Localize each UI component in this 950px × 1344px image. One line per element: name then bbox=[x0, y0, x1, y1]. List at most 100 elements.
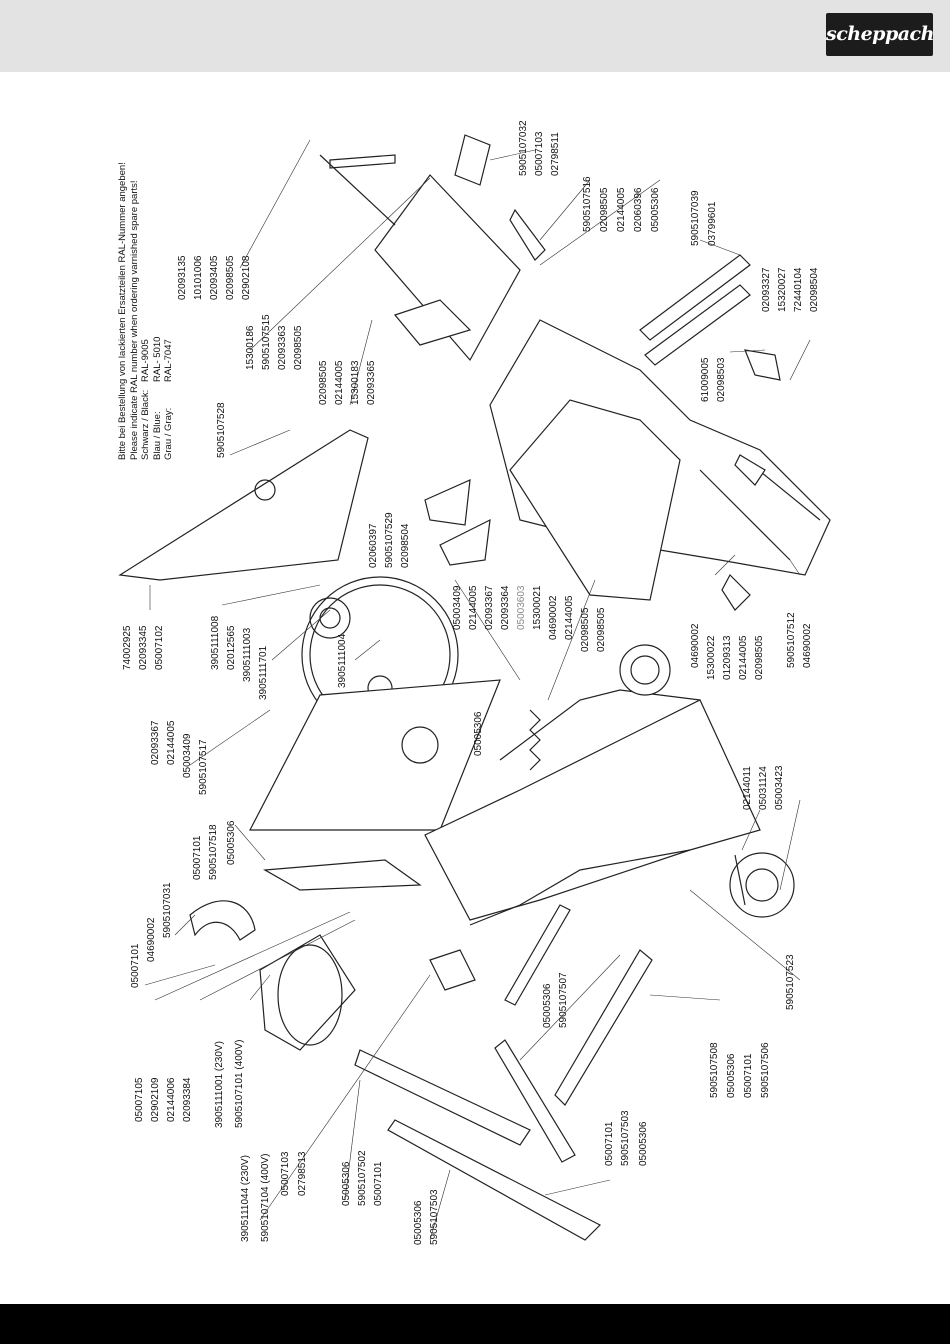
part-label: 05005306 bbox=[473, 711, 484, 757]
page-footer bbox=[0, 1304, 950, 1344]
part-label: 5905107039 bbox=[690, 190, 701, 246]
exploded-parts-diagram bbox=[118, 134, 831, 1241]
part-label: 5905107104 (400V) bbox=[260, 1153, 271, 1242]
part-label: 02098505 bbox=[580, 607, 591, 653]
part-label: 02093327 bbox=[761, 267, 772, 313]
part-label: 3905111001 (230V) bbox=[214, 1041, 225, 1128]
part-label: 02093367 bbox=[484, 585, 495, 631]
part-label: 02093405 bbox=[209, 255, 220, 301]
part-label: 15300183 bbox=[350, 360, 361, 406]
part-label: 02098505 bbox=[596, 607, 607, 653]
logo-text: scheppach bbox=[826, 23, 934, 45]
part-label: 02144005 bbox=[334, 360, 345, 406]
part-label: 02798513 bbox=[297, 1151, 308, 1197]
part-label: 02098505 bbox=[293, 325, 304, 371]
part-label: 02060396 bbox=[633, 187, 644, 233]
part-label: 5905107508 bbox=[709, 1042, 720, 1098]
part-label: 05003409 bbox=[452, 585, 463, 631]
part-label: 5905107512 bbox=[786, 612, 797, 668]
part-label: 02902109 bbox=[150, 1077, 161, 1123]
part-label: 04690002 bbox=[690, 623, 701, 669]
part-label: 02144011 bbox=[742, 766, 753, 810]
part-label: 5905107506 bbox=[760, 1042, 771, 1098]
part-label: 5905107031 bbox=[162, 882, 173, 938]
page-header: scheppach bbox=[0, 0, 950, 72]
part-label: 10101006 bbox=[193, 255, 204, 301]
scheppach-logo: scheppach bbox=[826, 13, 934, 56]
part-label: 04690002 bbox=[548, 595, 559, 641]
part-label: 5905107516 bbox=[582, 176, 593, 232]
part-label: 05007101 bbox=[373, 1161, 384, 1207]
part-label: 02144005 bbox=[468, 585, 479, 631]
part-label: 5905107032 bbox=[518, 120, 529, 176]
part-label: 02098504 bbox=[400, 523, 411, 569]
part-label: 3905111004 bbox=[337, 633, 348, 688]
part-label: 02093364 bbox=[500, 585, 511, 631]
part-label: 15300022 bbox=[706, 635, 717, 681]
part-label: 5905107518 bbox=[208, 824, 219, 880]
part-label: 04690002 bbox=[146, 917, 157, 963]
part-label: 72440104 bbox=[793, 267, 804, 313]
part-label: 3905111701 bbox=[258, 645, 269, 700]
part-label: 05003603 bbox=[516, 585, 527, 631]
part-label: 05003423 bbox=[774, 765, 785, 811]
part-label: 05007101 bbox=[192, 835, 203, 881]
part-label: 5905107517 bbox=[198, 739, 209, 795]
part-label: 3905111008 bbox=[210, 615, 221, 670]
part-label: 02902108 bbox=[241, 255, 252, 301]
part-label: 15320027 bbox=[777, 267, 788, 313]
part-label: 02098504 bbox=[809, 267, 820, 313]
part-label: 05005306 bbox=[726, 1053, 737, 1099]
part-label: 5905107523 bbox=[785, 954, 796, 1010]
part-label: 02144005 bbox=[616, 187, 627, 233]
part-label: 02093135 bbox=[177, 255, 188, 301]
part-label: 03799601 bbox=[707, 201, 718, 247]
part-label: 02012565 bbox=[226, 625, 237, 671]
part-label: 05003409 bbox=[182, 733, 193, 779]
part-label: 3905111003 bbox=[242, 627, 253, 682]
part-label: 05005306 bbox=[226, 820, 237, 866]
part-label: 05005306 bbox=[650, 187, 661, 233]
part-label: 61009005 bbox=[700, 357, 711, 403]
part-label: 05031124 bbox=[758, 766, 769, 810]
part-label: 05007105 bbox=[134, 1077, 145, 1123]
part-label: 02098505 bbox=[318, 360, 329, 406]
part-label: 02093384 bbox=[182, 1077, 193, 1123]
part-label: 02798511 bbox=[550, 132, 561, 176]
part-label: 5905107503 bbox=[620, 1110, 631, 1166]
part-label: 05007103 bbox=[280, 1151, 291, 1197]
part-label: 02093345 bbox=[138, 625, 149, 671]
part-label: 15300186 bbox=[245, 325, 256, 371]
part-label: 02144006 bbox=[166, 1077, 177, 1123]
part-label: 02144005 bbox=[166, 720, 177, 766]
part-label: 02093363 bbox=[277, 325, 288, 371]
part-label: 05007101 bbox=[130, 943, 141, 989]
part-label: 02098503 bbox=[716, 357, 727, 403]
part-label: 5905107529 bbox=[384, 512, 395, 568]
part-label: 05005306 bbox=[542, 983, 553, 1029]
part-label: 05007101 bbox=[743, 1053, 754, 1099]
part-label: 15300021 bbox=[532, 585, 543, 631]
part-label: 5905107507 bbox=[558, 972, 569, 1028]
part-label: 01209313 bbox=[722, 635, 733, 681]
part-label: 04690002 bbox=[802, 623, 813, 669]
part-label: 5905107515 bbox=[261, 314, 272, 370]
part-label: 02144005 bbox=[564, 595, 575, 641]
part-label: 02144005 bbox=[738, 635, 749, 681]
part-label: 02098505 bbox=[225, 255, 236, 301]
part-label: 5905107528 bbox=[216, 402, 227, 458]
part-label: 02093367 bbox=[150, 720, 161, 766]
part-label: 02098505 bbox=[754, 635, 765, 681]
part-label: 02093365 bbox=[366, 360, 377, 406]
part-label: 05005306 bbox=[413, 1200, 424, 1246]
part-label: 02060397 bbox=[368, 523, 379, 569]
part-label: 05005306 bbox=[638, 1121, 649, 1167]
part-label: 5905107502 bbox=[357, 1150, 368, 1206]
part-label: 5905107101 (400V) bbox=[234, 1039, 245, 1128]
part-label: 05007102 bbox=[154, 625, 165, 671]
part-label: 5905107503 bbox=[429, 1189, 440, 1245]
part-label: 05007103 bbox=[534, 131, 545, 177]
part-label: 74002925 bbox=[122, 625, 133, 671]
part-label: 05005306 bbox=[341, 1161, 352, 1207]
part-label: 3905111044 (230V) bbox=[240, 1155, 251, 1242]
